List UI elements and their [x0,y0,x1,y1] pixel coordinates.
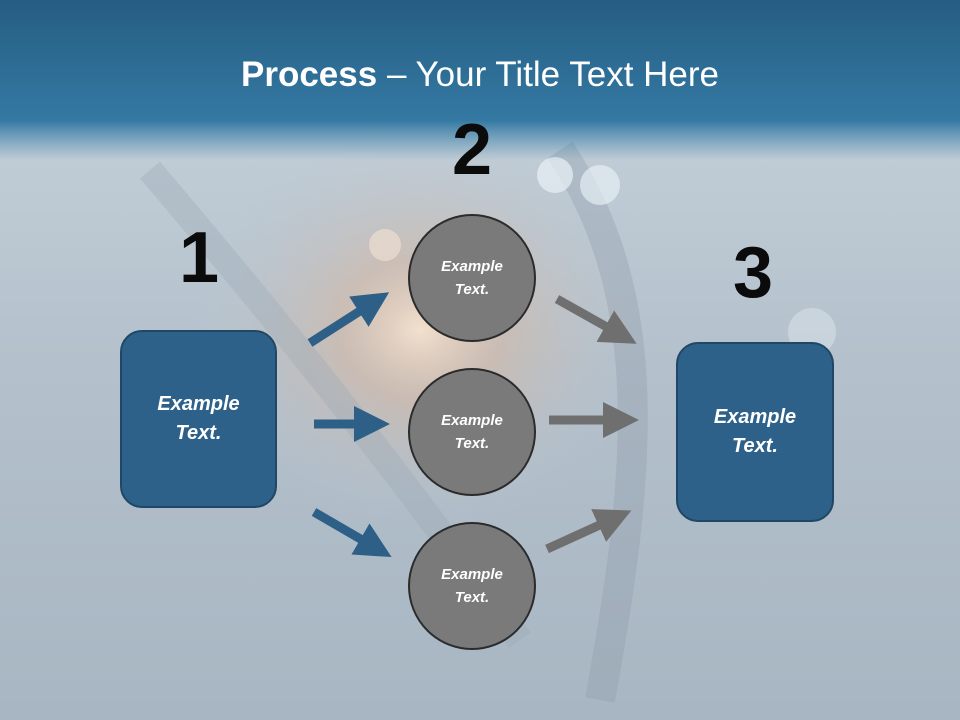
step-2-text-bottom: Example Text. [441,566,503,606]
step-1-text: Example Text. [157,393,240,444]
arrow-top-to-3 [554,295,637,344]
title-bold: Process [241,55,378,94]
step-2-circle-bottom: Example Text. [408,522,536,650]
arrow-bottom-to-3 [545,509,632,554]
step-3-box: Example Text. [676,342,834,522]
step-number-1: 1 [178,218,220,298]
step-1-box: Example Text. [120,330,277,508]
step-2-circle-middle: Example Text. [408,368,536,496]
step-3-text: Example Text. [713,406,797,457]
arrow-1-to-top [307,292,390,347]
arrow-1-to-bottom [311,508,392,558]
step-number-2: 2 [451,110,493,190]
slide-title: Process – Your Title Text Here [0,52,960,98]
step-2-text-top: Example Text. [441,258,503,298]
title-rest: – Your Title Text Here [377,55,719,94]
step-2-circle-top: Example Text. [408,214,536,342]
step-number-3: 3 [732,233,774,313]
step-2-text-middle: Example Text. [441,412,503,452]
